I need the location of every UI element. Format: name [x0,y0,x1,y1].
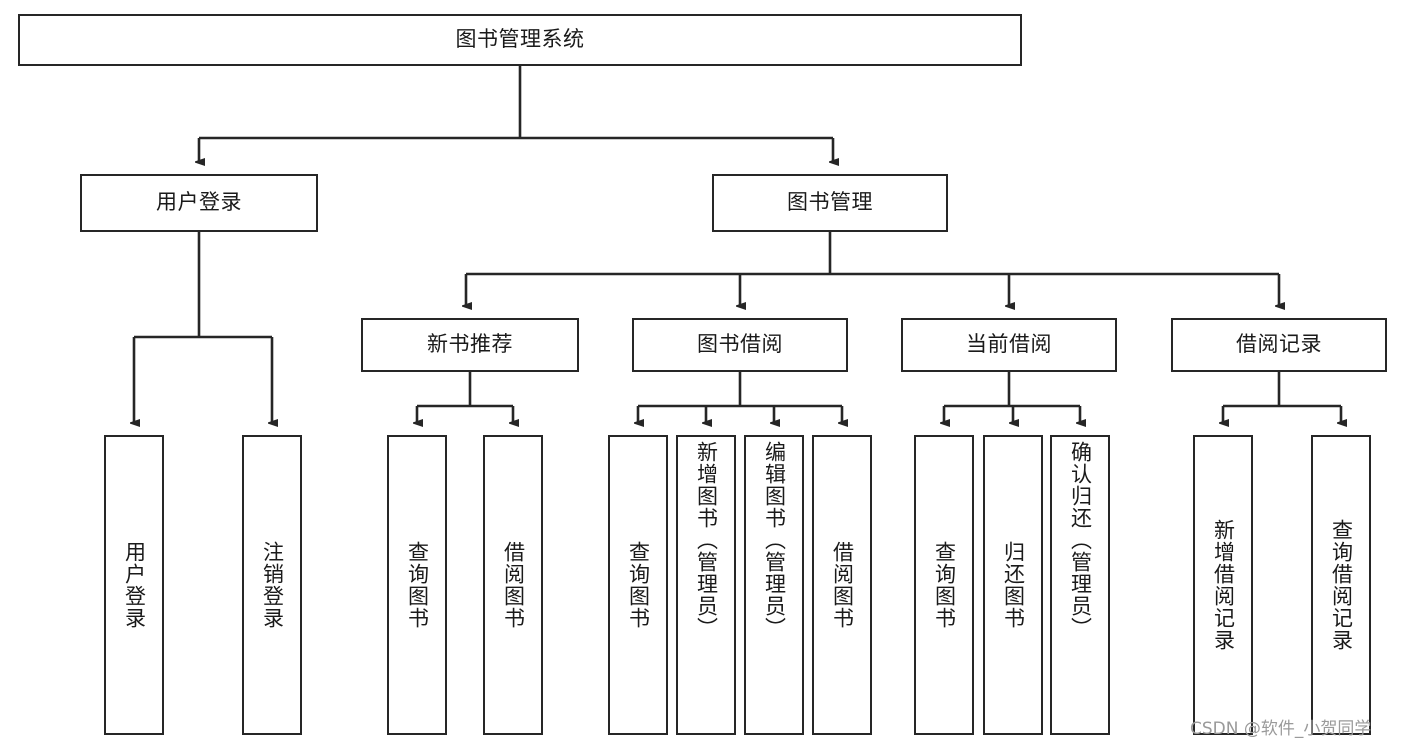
leaf-query-record[interactable]: 查询借阅记录 [1311,435,1371,735]
leaf-borrow-book-2[interactable]: 借阅图书 [812,435,872,735]
edges-bookmanage-to-level3 [466,232,1279,306]
edges-bookborrow-to-leaves [638,372,842,423]
leaf-user-login-label: 用户登录 [122,541,147,629]
edges-borrowrecord-to-leaves [1223,372,1341,423]
leaf-query-book-3[interactable]: 查询图书 [914,435,974,735]
leaf-add-book-label: 新增图书（管理员） [694,441,719,639]
leaf-confirm-return[interactable]: 确认归还（管理员） [1050,435,1110,735]
leaf-user-logout-label: 注销登录 [260,541,285,629]
node-current-borrow[interactable]: 当前借阅 [901,318,1117,372]
leaf-query-book-1[interactable]: 查询图书 [387,435,447,735]
node-current-borrow-label: 当前借阅 [966,332,1052,357]
leaf-return-book[interactable]: 归还图书 [983,435,1043,735]
leaf-query-book-2-label: 查询图书 [626,541,651,629]
node-user-login-label: 用户登录 [156,190,242,215]
leaf-edit-book[interactable]: 编辑图书（管理员） [744,435,804,735]
node-root[interactable]: 图书管理系统 [18,14,1022,66]
leaf-user-login[interactable]: 用户登录 [104,435,164,735]
node-new-book-rec[interactable]: 新书推荐 [361,318,579,372]
edges-root-to-level2 [199,66,833,162]
leaf-edit-book-label: 编辑图书（管理员） [762,441,787,639]
edges-currentborrow-to-leaves [944,372,1080,423]
node-borrow-record-label: 借阅记录 [1236,332,1322,357]
leaf-query-book-1-label: 查询图书 [405,541,430,629]
csdn-watermark: CSDN @软件_小贺同学 [1190,719,1372,739]
leaf-confirm-return-label: 确认归还（管理员） [1068,441,1093,639]
leaf-query-record-label: 查询借阅记录 [1329,519,1354,651]
leaf-user-logout[interactable]: 注销登录 [242,435,302,735]
leaf-borrow-book-1[interactable]: 借阅图书 [483,435,543,735]
node-user-login[interactable]: 用户登录 [80,174,318,232]
node-borrow-record[interactable]: 借阅记录 [1171,318,1387,372]
edges-userlogin-to-leaves [134,232,272,423]
leaf-borrow-book-2-label: 借阅图书 [830,541,855,629]
node-book-borrow[interactable]: 图书借阅 [632,318,848,372]
node-new-book-rec-label: 新书推荐 [427,332,513,357]
leaf-return-book-label: 归还图书 [1001,541,1026,629]
leaf-add-record-label: 新增借阅记录 [1211,519,1236,651]
leaf-borrow-book-1-label: 借阅图书 [501,541,526,629]
edges-newbookrec-to-leaves [417,372,513,423]
leaf-query-book-3-label: 查询图书 [932,541,957,629]
leaf-add-book[interactable]: 新增图书（管理员） [676,435,736,735]
node-root-label: 图书管理系统 [455,27,585,52]
node-book-manage[interactable]: 图书管理 [712,174,948,232]
leaf-query-book-2[interactable]: 查询图书 [608,435,668,735]
leaf-add-record[interactable]: 新增借阅记录 [1193,435,1253,735]
node-book-manage-label: 图书管理 [787,190,873,215]
node-book-borrow-label: 图书借阅 [697,332,783,357]
